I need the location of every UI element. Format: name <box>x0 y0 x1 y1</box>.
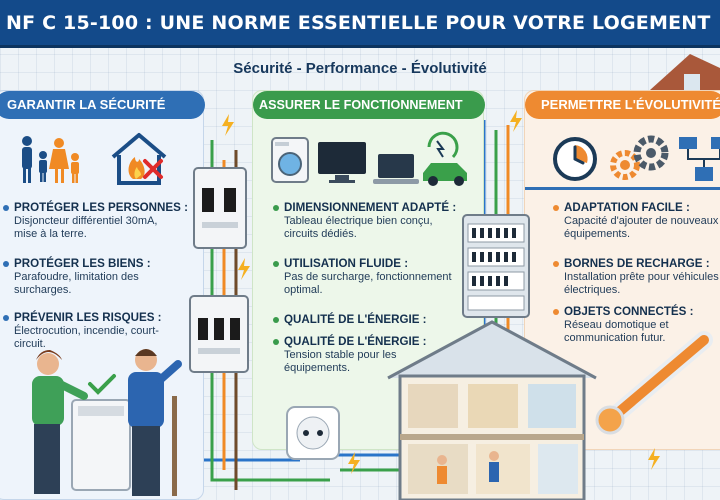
item-desc: Tableau électrique bien conçu, circuits … <box>284 215 433 240</box>
electrical-panel-icon <box>462 214 530 318</box>
item-title: QUALITÉ DE L'ÉNERGIE : <box>284 335 427 348</box>
arrow-line <box>525 187 720 190</box>
column-title: ASSURER LE FONCTIONNEMENT <box>253 91 485 119</box>
item-desc: Capacité d'ajouter de nouveaux équipemen… <box>564 215 719 240</box>
column-title: PERMETTRE L'ÉVOLUTIVITÉ <box>525 91 720 119</box>
laptop-icon <box>373 154 419 184</box>
breaker-icon <box>189 295 249 373</box>
house-fire-icon <box>111 133 167 185</box>
item-desc: Installation prête pour véhicules électr… <box>564 271 719 296</box>
item-desc: Électrocution, incendie, court-circuit. <box>14 325 159 350</box>
washing-machine-icon <box>271 137 309 183</box>
family-icon <box>22 136 79 183</box>
gears-icon <box>610 135 669 180</box>
item-desc: Tension stable pour les équipements. <box>284 349 397 374</box>
item-title: DIMENSIONNEMENT ADAPTÉ : <box>284 201 457 214</box>
item-title: QUALITÉ DE L'ÉNERGIE : <box>284 313 427 326</box>
house-cutaway-icon <box>387 320 597 500</box>
check-icon <box>88 374 116 395</box>
lightning-icon <box>222 114 234 136</box>
bullet <box>553 261 559 267</box>
bullet <box>3 205 9 211</box>
network-icon <box>679 137 720 181</box>
column-title: GARANTIR LA SÉCURITÉ <box>0 91 205 119</box>
lightning-icon <box>238 258 250 280</box>
bullet <box>3 261 9 267</box>
item-title: ADAPTATION FACILE : <box>564 201 690 214</box>
house-roof-illustration <box>650 54 720 90</box>
breaker-icon <box>193 167 247 249</box>
item-desc: Disjoncteur différentiel 30mA, mise à la… <box>14 215 158 240</box>
lightning-icon <box>648 448 660 470</box>
lightning-icon <box>348 452 360 474</box>
page-title: NF C 15-100 : UNE NORME ESSENTIELLE POUR… <box>6 12 711 34</box>
item-title: OBJETS CONNECTÉS : <box>564 305 694 318</box>
outlet-icon <box>286 406 340 460</box>
item-title: PROTÉGER LES BIENS : <box>14 257 151 270</box>
item-title: PRÉVENIR LES RISQUES : <box>14 311 162 324</box>
item-title: BORNES DE RECHARGE : <box>564 257 710 270</box>
bullet <box>273 317 279 323</box>
bullet <box>273 339 279 345</box>
tv-icon <box>318 142 366 183</box>
bullet <box>273 205 279 211</box>
header-bar: NF C 15-100 : UNE NORME ESSENTIELLE POUR… <box>0 0 720 48</box>
clock-icon <box>553 137 597 181</box>
lightning-icon <box>510 110 522 132</box>
bullet <box>553 205 559 211</box>
item-title: PROTÉGER LES PERSONNES : <box>14 201 188 214</box>
thermometer-icon <box>595 331 713 435</box>
item-desc: Parafoudre, limitation des surcharges. <box>14 271 139 296</box>
people-illustration <box>32 349 182 496</box>
page-subtitle: Sécurité - Performance - Évolutivité <box>233 60 487 77</box>
item-title: UTILISATION FLUIDE : <box>284 257 409 270</box>
electric-car-icon <box>423 131 467 186</box>
bullet <box>3 315 9 321</box>
bullet <box>273 261 279 267</box>
item-desc: Pas de surcharge, fonctionnement optimal… <box>284 271 452 296</box>
item-desc: Réseau domotique et communication futur. <box>564 319 669 344</box>
bullet <box>553 309 559 315</box>
